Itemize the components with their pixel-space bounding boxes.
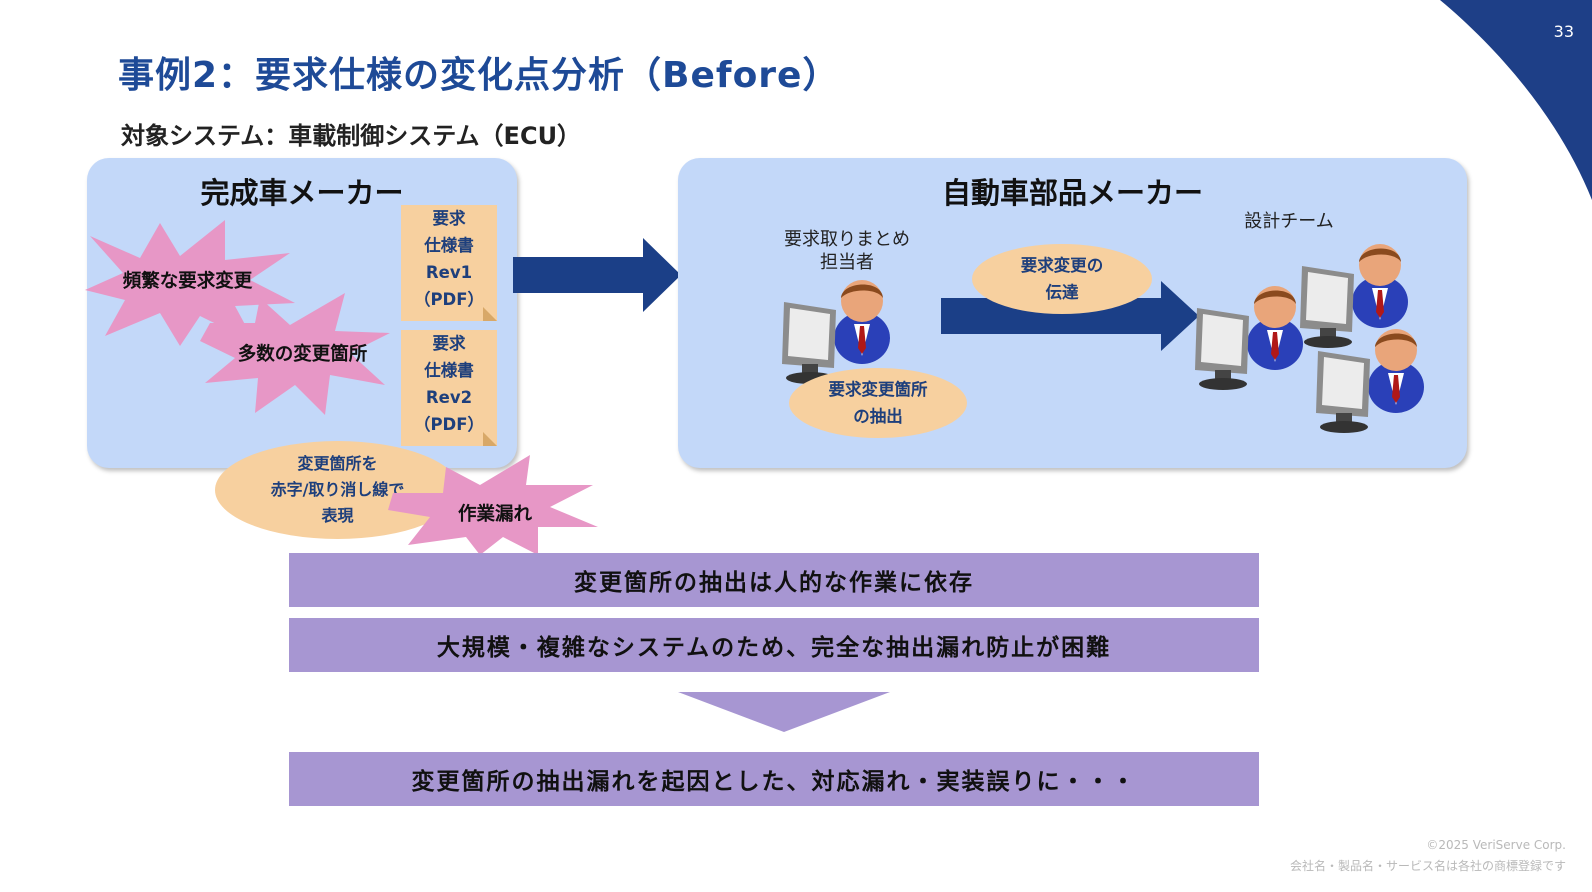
burst-missed-work: 作業漏れ — [457, 504, 532, 525]
coordinator-label: 要求取りまとめ 担当者 — [767, 228, 927, 274]
design-team-label: 設計チーム — [1244, 211, 1334, 232]
doc-line: （PDF） — [413, 415, 485, 434]
transmit-changes-callout: 要求変更の 伝達 — [972, 244, 1152, 314]
burst-shape — [200, 293, 390, 415]
person-at-computer-icon — [782, 280, 890, 384]
page-fold-icon — [483, 432, 497, 446]
doc-line: 仕様書 — [424, 361, 474, 380]
callout-line: 伝達 — [1045, 283, 1079, 302]
extract-changes-callout: 要求変更箇所 の抽出 — [789, 368, 967, 438]
supplier-panel-title: 自動車部品メーカー — [941, 176, 1203, 210]
doc-line: 仕様書 — [424, 236, 474, 255]
burst-shape — [85, 220, 295, 346]
issue-bar-prevention-difficulty: 大規模・複雑なシステムのため、完全な抽出漏れ防止が困難 — [289, 618, 1259, 672]
oem-panel-title: 完成車メーカー — [200, 176, 404, 210]
down-chevron-icon — [678, 692, 890, 732]
change-marking-callout: 変更箇所を 赤字/取り消し線で 表現 — [215, 441, 460, 539]
doc-line: Rev1 — [425, 263, 473, 282]
callout-line: 要求変更箇所 — [828, 380, 928, 399]
callout-line: の抽出 — [853, 407, 903, 426]
doc-line: 要求 — [432, 334, 466, 353]
spec-document-rev1: 要求 仕様書 Rev1 （PDF） — [401, 205, 497, 321]
page-fold-icon — [483, 307, 497, 321]
callout-line: 赤字/取り消し線で — [270, 480, 405, 499]
flow-arrow-icon — [513, 238, 681, 312]
page-title: 事例2：要求仕様の変化点分析（Before） — [118, 55, 840, 96]
burst-frequent-changes: 頻繁な要求変更 — [122, 271, 253, 292]
issue-bar-consequence: 変更箇所の抽出漏れを起因とした、対応漏れ・実装誤りに・・・ — [289, 752, 1259, 806]
page-number: 33 — [1553, 22, 1574, 41]
spec-document-rev2: 要求 仕様書 Rev2 （PDF） — [401, 330, 497, 446]
callout-line: 変更箇所を — [297, 454, 378, 473]
burst-shape — [388, 455, 598, 555]
page-subtitle: 対象システム：車載制御システム（ECU） — [121, 122, 582, 150]
footer-copyright: ©2025 VeriServe Corp. — [1426, 838, 1566, 852]
doc-line: 要求 — [432, 209, 466, 228]
doc-line: Rev2 — [425, 388, 473, 407]
issue-bar-manual-extraction: 変更箇所の抽出は人的な作業に依存 — [289, 553, 1259, 607]
person-at-computer-icon — [1195, 286, 1303, 390]
callout-line: 要求変更の — [1020, 256, 1104, 275]
label-line: 担当者 — [820, 252, 874, 273]
footer-trademark: 会社名・製品名・サービス名は各社の商標登録です — [1289, 859, 1566, 873]
label-line: 要求取りまとめ — [784, 229, 910, 250]
doc-line: （PDF） — [413, 290, 485, 309]
person-at-computer-icon — [1316, 329, 1424, 433]
person-at-computer-icon — [1300, 244, 1408, 348]
burst-many-changes: 多数の変更箇所 — [237, 344, 368, 365]
callout-line: 表現 — [321, 506, 354, 525]
